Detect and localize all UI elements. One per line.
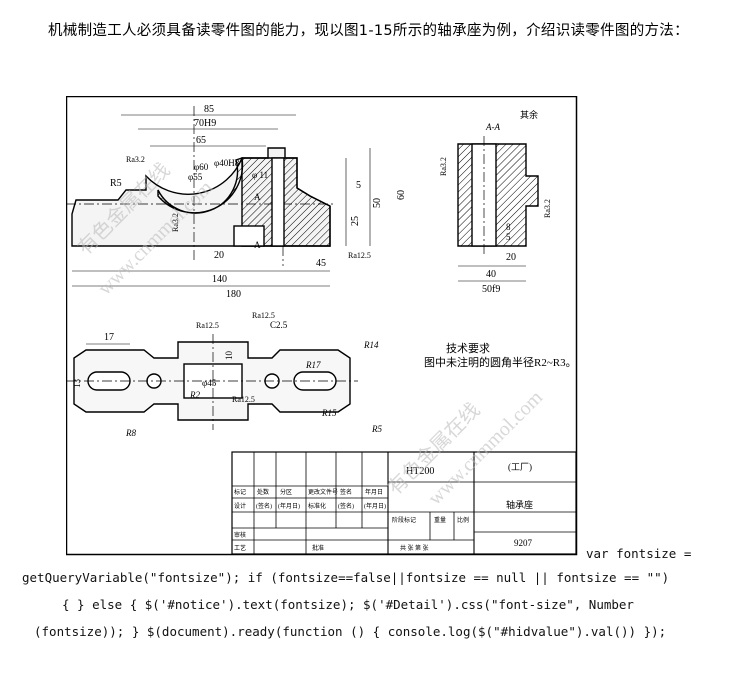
top-dims: 17 13 10 Ra12.5 Ra12.5 Ra12.5 C2.5 φ45 R…	[72, 311, 382, 438]
tb-row2-1: 设计	[234, 502, 246, 510]
tb-part-name: 轴承座	[506, 499, 533, 510]
section-mark-a: A	[254, 192, 261, 202]
tb-sheets: 共 张 第 张	[400, 544, 429, 552]
ra-12-5-d: Ra12.5	[232, 395, 255, 404]
ra-12-5-b: Ra12.5	[196, 321, 219, 330]
dim-phi60: φ60	[194, 162, 209, 172]
front-dims: 85 70H9 65 φ60 φ40H8 φ55 φ 11 R5 Ra3.2 R…	[72, 104, 407, 300]
tech-requirements-text: 图中未注明的圆角半径R2~R3。	[424, 355, 577, 369]
dim-8-side: 8	[506, 222, 511, 232]
tb-label-1: 标记	[234, 488, 246, 496]
tb-row2-6: (年月日)	[364, 502, 386, 510]
ra-3-2-b: Ra3.2	[171, 213, 180, 232]
ra-3-2-c: Ra3.2	[439, 157, 448, 176]
tb-row2-4: 标准化	[308, 502, 326, 510]
tb-factory: (工厂)	[508, 462, 532, 472]
dim-85: 85	[204, 104, 214, 115]
dim-phi45: φ45	[202, 378, 217, 388]
ra-12-5-a: Ra12.5	[348, 251, 371, 260]
other-surfaces-label: 其余	[520, 109, 538, 120]
dim-c2-5: C2.5	[270, 320, 288, 330]
tech-requirements-title: 技术要求	[446, 342, 490, 355]
dim-17: 17	[104, 332, 114, 343]
dim-5: 5	[356, 180, 361, 191]
title-block-text: 标记 处数 分区 更改文件号 签名 年月日 设计 (签名) (年月日) 标准化 …	[234, 462, 533, 552]
tb-number: 9207	[514, 538, 533, 548]
dim-phi55: φ55	[188, 172, 203, 182]
tb-label-6: 年月日	[365, 488, 383, 496]
dim-10: 10	[224, 351, 234, 361]
front-view	[66, 106, 336, 266]
dim-r14: R14	[363, 340, 379, 350]
section-title-aa: A-A	[485, 122, 500, 132]
section-mark-a-2: A	[254, 240, 261, 250]
tb-weight: 重量	[434, 516, 446, 524]
dim-50: 50	[372, 198, 383, 208]
tb-material: HT200	[406, 466, 434, 477]
dim-65: 65	[196, 135, 206, 146]
code-line-3: { } else { $('#notice').text(fontsize); …	[62, 597, 634, 612]
dim-140: 140	[212, 274, 227, 285]
top-view	[66, 334, 358, 430]
bearing-seat-drawing: 85 70H9 65 φ60 φ40H8 φ55 φ 11 R5 Ra3.2 R…	[66, 96, 578, 556]
ra-3-2-d: Ra3.2	[543, 199, 552, 218]
dim-r17: R17	[305, 360, 321, 370]
dim-20-side: 20	[506, 252, 516, 263]
tb-label-4: 更改文件号	[308, 488, 338, 496]
dim-60: 60	[396, 190, 407, 200]
tb-scale: 比例	[457, 516, 469, 524]
dim-5-side: 5	[506, 232, 511, 242]
dim-45: 45	[316, 258, 326, 269]
tb-label-5: 签名	[340, 488, 352, 496]
code-line-2: getQueryVariable("fontsize"); if (fontsi…	[22, 570, 670, 585]
dim-25: 25	[350, 216, 361, 226]
intro-paragraph: 机械制造工人必须具备读零件图的能力，现以图1-15所示的轴承座为例，介绍识读零件…	[48, 23, 689, 39]
tb-review: 审核	[234, 531, 246, 539]
dim-phi40h8: φ40H8	[214, 158, 240, 168]
dim-r15: R15	[321, 408, 337, 418]
ra-12-5-c: Ra12.5	[252, 311, 275, 320]
ra-3-2-a: Ra3.2	[126, 155, 145, 164]
dim-r5-top: R5	[371, 424, 382, 434]
tb-row2-5: (签名)	[338, 502, 354, 510]
tb-approve: 批准	[312, 544, 324, 552]
side-view	[457, 136, 539, 256]
dim-180: 180	[226, 289, 241, 300]
title-block	[231, 451, 577, 555]
dim-r2: R2	[189, 390, 200, 400]
code-line-1: var fontsize =	[586, 546, 692, 561]
tb-row2-2: (签名)	[256, 502, 272, 510]
dim-phi11: φ 11	[252, 170, 268, 180]
tb-label-2: 处数	[257, 488, 269, 496]
tb-label-3: 分区	[280, 488, 292, 496]
dim-r5: R5	[110, 178, 122, 189]
dim-40: 40	[486, 269, 496, 280]
code-line-4: (fontsize)); } $(document).ready(functio…	[34, 624, 667, 639]
tb-row2-3: (年月日)	[278, 502, 300, 510]
dim-13: 13	[72, 379, 82, 389]
tb-stage: 阶段标记	[392, 516, 416, 524]
tb-process: 工艺	[234, 544, 246, 552]
dim-20: 20	[214, 250, 224, 261]
dim-r8: R8	[125, 428, 136, 438]
dim-70h9: 70H9	[194, 118, 216, 129]
side-dims: A-A 其余 Ra3.2 Ra3.2 5 8 20 40 50f9	[439, 109, 552, 295]
dim-50f9: 50f9	[482, 284, 500, 295]
